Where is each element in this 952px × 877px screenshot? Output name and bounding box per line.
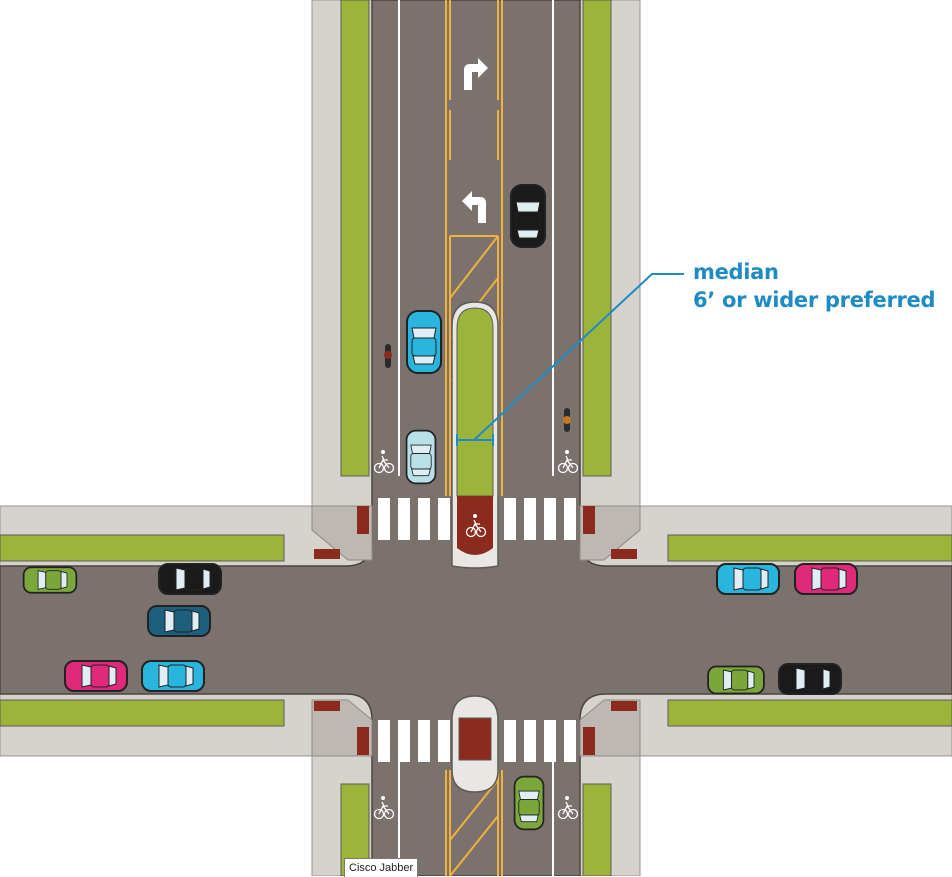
crosswalk-south [378,720,576,762]
planting-strip-e-top [667,534,952,562]
planting-strip-nw [340,0,370,477]
median-callout-leader [456,273,684,446]
planting-strip-w-top [0,534,285,562]
left-turn-arrow-icon [462,191,486,223]
planting-strip-ne [582,0,612,477]
median-south [451,695,499,793]
median-label-title: median [693,260,779,284]
crosswalk-north [378,498,576,540]
planting-strip-w-bottom [0,699,285,727]
median-annotation-label: median 6’ or wider preferred [693,258,936,314]
cyclist-icon [384,344,571,432]
app-tooltip: Cisco Jabber [344,858,419,877]
median-north [451,301,499,569]
median-label-width: 6’ or wider preferred [693,288,936,312]
planting-strip-se [582,783,612,876]
right-turn-arrow-icon [464,58,488,90]
detectable-warning-pads [314,506,637,755]
planting-strip-e-bottom [667,699,952,727]
